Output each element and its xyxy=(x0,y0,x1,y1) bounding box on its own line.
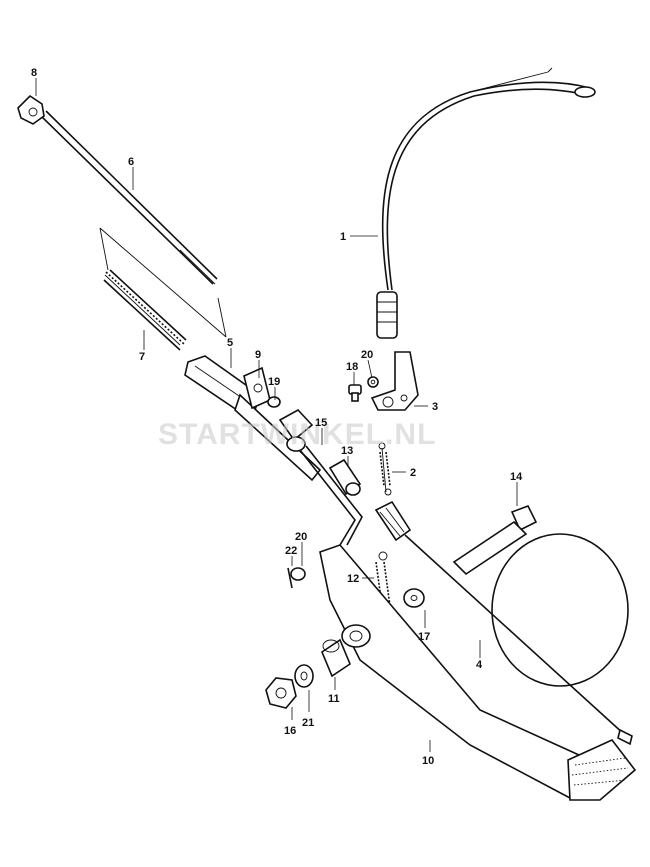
callout-10: 10 xyxy=(422,755,434,767)
watermark-text: STARTWINKEL.NL xyxy=(158,418,436,451)
callout-16: 16 xyxy=(284,725,296,737)
part-21-washer xyxy=(294,664,314,688)
part-20-washer-lower xyxy=(290,567,306,581)
part-6-brake-rod xyxy=(39,110,218,285)
callout-20-lower: 20 xyxy=(295,531,307,543)
part-18-bolt xyxy=(348,384,362,402)
part-22-cotter-pin xyxy=(287,567,293,589)
callout-4: 4 xyxy=(476,659,483,671)
part-20-washer-top xyxy=(367,376,379,388)
part-15-joint xyxy=(278,408,314,452)
part-8-adjusting-nut xyxy=(17,94,45,125)
part-14-pivot-bolt xyxy=(452,504,538,576)
callout-2: 2 xyxy=(410,467,416,479)
part-17-washer xyxy=(403,588,425,608)
callout-22: 22 xyxy=(285,545,297,557)
callout-20-top: 20 xyxy=(361,349,373,361)
callout-labels: 8 6 7 5 9 19 15 1 20 18 3 13 2 14 20 22 … xyxy=(31,67,523,767)
part-19-washer xyxy=(267,396,281,408)
part-2-switch-spring xyxy=(378,442,392,496)
callout-12: 12 xyxy=(347,573,359,585)
part-16-nut xyxy=(265,677,297,709)
callout-17: 17 xyxy=(418,631,430,643)
brake-rod-link xyxy=(299,445,363,546)
callout-1: 1 xyxy=(340,231,346,243)
callout-8: 8 xyxy=(31,67,37,79)
callout-3: 3 xyxy=(432,401,438,413)
part-5-brake-arm xyxy=(184,355,322,482)
callout-9: 9 xyxy=(255,349,261,361)
cable-end-adjuster xyxy=(374,500,412,542)
callout-18: 18 xyxy=(346,361,358,373)
callout-19: 19 xyxy=(268,376,280,388)
part-7-spring xyxy=(99,227,227,351)
part-3-switch-bracket xyxy=(370,351,419,411)
callout-leader-lines xyxy=(35,78,518,752)
part-11-bushing xyxy=(321,638,351,678)
callout-15: 15 xyxy=(315,417,327,429)
part-1-rear-brake-switch-cable xyxy=(376,67,596,339)
callout-21: 21 xyxy=(302,717,314,729)
callout-14: 14 xyxy=(510,471,523,483)
callout-7: 7 xyxy=(139,351,145,363)
part-4-brake-cable xyxy=(404,533,633,746)
callout-11: 11 xyxy=(328,693,340,705)
callout-6: 6 xyxy=(128,156,134,168)
callout-5: 5 xyxy=(227,337,233,349)
part-10-brake-pedal xyxy=(319,544,637,801)
part-13-pivot xyxy=(328,458,362,496)
callout-13: 13 xyxy=(341,445,353,457)
